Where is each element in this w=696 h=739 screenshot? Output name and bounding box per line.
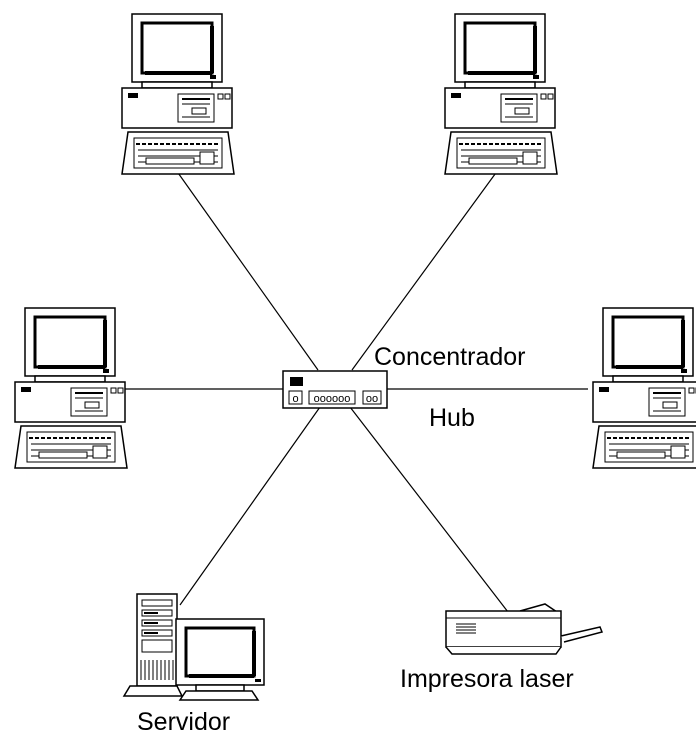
hub-label: Concentrador xyxy=(374,343,526,371)
workstation-left xyxy=(13,306,129,470)
link-top-left xyxy=(175,169,319,371)
hub-side-ports: oo xyxy=(366,393,378,405)
link-server xyxy=(179,406,321,606)
workstation-right xyxy=(591,306,696,470)
hub-ports: oooooo xyxy=(314,393,351,405)
hub-sublabel: Hub xyxy=(429,404,475,432)
server-monitor-icon xyxy=(175,618,265,701)
connection-lines xyxy=(116,169,588,613)
printer-icon xyxy=(445,603,604,655)
printer-label: Impresora laser xyxy=(400,665,574,693)
server-tower-icon xyxy=(122,593,184,697)
link-printer xyxy=(349,406,509,613)
hub-device: o oooooo oo xyxy=(282,370,388,409)
workstation-top-right xyxy=(443,12,559,176)
link-top-right xyxy=(351,169,499,371)
workstation-top-left xyxy=(120,12,236,176)
server-label: Servidor xyxy=(137,708,231,736)
hub-small-port: o xyxy=(292,393,298,405)
